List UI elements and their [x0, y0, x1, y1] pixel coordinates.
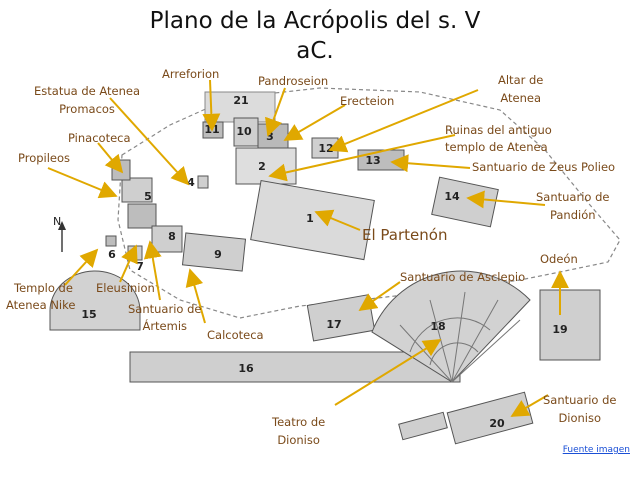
- building-number-15: 15: [81, 308, 96, 321]
- building-number-7: 7: [136, 260, 144, 273]
- title-line-2: aC.: [296, 38, 334, 64]
- building-8: [151, 225, 183, 253]
- building-number-10: 10: [236, 125, 252, 138]
- north-label: N: [53, 215, 62, 228]
- building-number-9: 9: [214, 248, 222, 261]
- label-teatro-dioniso: Teatro de Dioniso: [272, 415, 326, 447]
- label-zeus-polieo: Santuario de Zeus Polieo: [472, 160, 616, 174]
- label-asclepio: Santuario de Asclepio: [400, 270, 526, 284]
- acropolis-outline: [117, 87, 621, 319]
- building-6: [105, 235, 117, 247]
- label-templo-atenea-nike: Templo de Atenea Nike: [6, 281, 76, 312]
- label-estatua-atenea: Estatua de Atenea Promacos: [34, 84, 141, 116]
- label-santuario-pandion: Santuario de Pandión: [536, 190, 610, 222]
- label-erecteion: Erecteion: [340, 94, 395, 108]
- building-14: [431, 176, 499, 228]
- building-number-5: 5: [144, 190, 152, 203]
- label-arreforion: Arreforion: [162, 67, 220, 81]
- building-18-teatro: [371, 270, 531, 383]
- label-pandroseion: Pandroseion: [258, 74, 329, 88]
- building-number-14: 14: [444, 190, 460, 203]
- building-9: [181, 232, 247, 272]
- source-link[interactable]: Fuente imagen: [562, 445, 630, 455]
- label-partenon: El Partenón: [362, 226, 448, 244]
- building-number-1: 1: [306, 212, 314, 225]
- label-altar-atenea: Altar de Atenea: [498, 73, 544, 105]
- label-pinacoteca: Pinacoteca: [68, 131, 131, 145]
- page-title: Plano de la Acrópolis del s. V aC.: [120, 6, 510, 66]
- building-17: [306, 294, 376, 342]
- building-15: [49, 270, 141, 331]
- label-santuario-artemis: Santuario de Ártemis: [128, 302, 202, 333]
- building-number-13: 13: [365, 154, 380, 167]
- building-2: [235, 147, 297, 185]
- label-eleusinion: Eleusinion: [96, 281, 155, 295]
- building-propileos: [127, 203, 157, 229]
- building-number-20: 20: [489, 417, 505, 430]
- building-number-18: 18: [430, 320, 445, 333]
- building-number-8: 8: [168, 230, 176, 243]
- building-number-21: 21: [233, 94, 248, 107]
- building-number-19: 19: [552, 323, 567, 336]
- building-5: [121, 177, 153, 203]
- building-16: [129, 351, 461, 383]
- building-4: [197, 175, 209, 189]
- building-number-16: 16: [238, 362, 254, 375]
- building-20b: [398, 411, 448, 441]
- label-santuario-dioniso: Santuario de Dioniso: [543, 393, 617, 425]
- building-number-4: 4: [187, 176, 195, 189]
- label-ruinas-templo: Ruinas del antiguo templo de Atenea: [445, 123, 552, 154]
- building-number-2: 2: [258, 160, 266, 173]
- label-odeon: Odeón: [540, 252, 578, 266]
- title-line-1: Plano de la Acrópolis del s. V: [149, 8, 481, 34]
- building-1-partenon: [250, 179, 375, 261]
- building-19: [539, 289, 601, 361]
- building-number-6: 6: [108, 248, 116, 261]
- label-calcoteca: Calcoteca: [207, 328, 264, 342]
- label-propileos: Propileos: [18, 151, 71, 165]
- building-number-17: 17: [326, 318, 341, 331]
